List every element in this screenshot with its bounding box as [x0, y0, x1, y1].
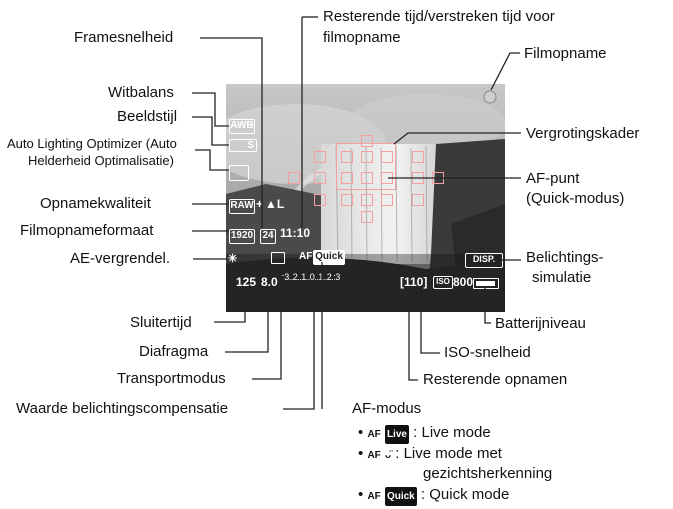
quality-plus: + — [256, 197, 264, 211]
af-point — [341, 194, 353, 206]
label-filmopnameformaat: Filmopnameformaat — [20, 222, 154, 239]
af-mode-face: • AF ᴗ̈ : Live mode met — [358, 444, 502, 465]
af-prefix: AF — [367, 429, 381, 440]
af-prefix: AF — [367, 450, 381, 461]
af-point — [341, 151, 353, 163]
label-ae-vergrendel: AE-vergrendel. — [70, 250, 171, 267]
white-balance-indicator: AWB — [229, 119, 255, 134]
remaining-shots-value: [110] — [400, 275, 428, 289]
af-point — [361, 194, 373, 206]
af-mode-text: : Live mode — [413, 424, 491, 441]
label-belichtings-2: simulatie — [532, 269, 592, 286]
label-batterijniveau: Batterijniveau — [495, 315, 586, 332]
face-detect-icon: ᴗ̈ — [384, 450, 392, 461]
af-mode-live: • AF Live : Live mode — [358, 423, 491, 444]
af-point — [341, 172, 353, 184]
auto-lighting-optimizer-icon — [229, 165, 249, 181]
af-prefix: AF — [367, 491, 381, 502]
label-resterende-tijd-2: filmopname — [323, 29, 401, 46]
magnification-frame — [336, 143, 396, 190]
frame-rate-indicator: 24 — [260, 229, 276, 244]
label-resterende-tijd-1: Resterende tijd/verstreken tijd voor — [323, 8, 555, 25]
label-resterende-opnamen: Resterende opnamen — [423, 371, 568, 388]
aperture-value: 8.0 — [261, 275, 278, 289]
af-mode-text: : Quick mode — [420, 486, 510, 503]
bullet-icon: • — [358, 486, 364, 503]
label-diafragma: Diafragma — [139, 343, 209, 360]
label-beeldstijl: Beeldstijl — [117, 108, 178, 125]
af-point — [361, 211, 373, 223]
af-mode-text: gezichtsherkenning — [423, 465, 553, 482]
af-point — [412, 151, 424, 163]
bullet-icon: • — [358, 445, 364, 462]
iso-value: 800 — [453, 275, 474, 289]
af-mode-quick: • AF Quick : Quick mode — [358, 485, 509, 506]
movie-size-indicator: 1920 — [229, 229, 255, 244]
iso-badge: ISO — [433, 276, 453, 289]
af-point — [361, 172, 373, 184]
label-af-punt-2: (Quick-modus) — [526, 190, 625, 207]
af-mode-indicator: Quick — [313, 250, 345, 265]
af-live-badge: Live — [384, 425, 409, 444]
shutter-speed-value: 125 — [236, 275, 257, 289]
af-point — [314, 172, 326, 184]
af-point — [381, 194, 393, 206]
label-sluitertijd: Sluitertijd — [130, 314, 192, 331]
label-iso-snelheid: ISO-snelheid — [444, 344, 531, 361]
quality-indicator: ▲L — [265, 197, 285, 211]
af-mode-text: : Live mode met — [395, 445, 502, 462]
af-point — [381, 151, 393, 163]
label-vergrotingskader: Vergrotingskader — [526, 125, 640, 142]
af-mode-prefix: AF — [299, 251, 313, 262]
af-point — [314, 194, 326, 206]
label-waarde-belichting: Waarde belichtingscompensatie — [16, 400, 229, 417]
label-alo-2: Helderheid Optimalisatie) — [28, 153, 174, 168]
exposure-comp-scale: ⁻3..2..1..0..1..2.:3 — [280, 272, 340, 282]
raw-indicator: RAW — [229, 199, 255, 214]
label-filmopname: Filmopname — [524, 45, 607, 62]
af-quick-badge: Quick — [384, 487, 417, 506]
af-point — [314, 151, 326, 163]
label-transportmodus: Transportmodus — [117, 370, 226, 387]
ae-lock-icon: ✳ — [228, 253, 238, 265]
label-af-modus: AF-modus — [352, 400, 422, 417]
af-mode-face-cont: gezichtsherkenning — [423, 464, 552, 483]
label-alo-1: Auto Lighting Optimizer (Auto — [7, 136, 177, 151]
lcd-screen — [226, 84, 505, 312]
label-af-punt-1: AF-punt — [526, 170, 580, 187]
label-opnamekwaliteit: Opnamekwaliteit — [40, 195, 151, 212]
time-display: 11:10 — [280, 226, 311, 240]
bullet-icon: • — [358, 424, 364, 441]
label-belichtings-1: Belichtings- — [526, 249, 604, 266]
af-point — [361, 151, 373, 163]
battery-icon — [473, 278, 499, 289]
label-witbalans: Witbalans — [108, 84, 174, 101]
af-point — [361, 135, 373, 147]
picture-style-indicator: S — [229, 139, 257, 152]
af-point — [288, 172, 300, 184]
af-point — [412, 194, 424, 206]
label-framesnelheid: Framesnelheid — [74, 29, 174, 46]
drive-mode-icon — [271, 252, 285, 264]
